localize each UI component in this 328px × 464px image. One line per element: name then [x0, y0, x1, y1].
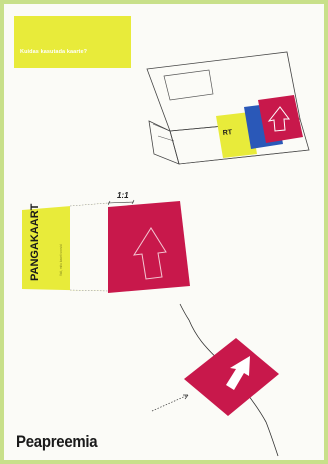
wallet-card-label: RT: [222, 129, 233, 137]
bank-card-label: PANGAKAART: [29, 203, 41, 281]
placement-illustration: [152, 304, 279, 456]
bank-card-fold: [70, 203, 108, 291]
wallet-window: [164, 70, 213, 100]
page-title: Peapreemia: [16, 432, 97, 452]
bank-card-subtitle: Vali, mitu kaarti soovid: [59, 244, 63, 276]
wallet-illustration: RT: [147, 52, 309, 164]
motion-arrow-line: [152, 395, 188, 411]
ratio-illustration: 1:1 PANGAKAART Vali, mitu kaarti soovid: [22, 191, 190, 293]
wallet-side: [149, 121, 179, 164]
ratio-dim-line: [108, 202, 134, 203]
illustration: RT 1:1 PANGAKAART Vali, mitu kaarti soov…: [4, 4, 328, 464]
wallet-red-card: [258, 95, 303, 143]
ratio-label: 1:1: [117, 191, 129, 200]
bank-card-red: [108, 201, 190, 293]
